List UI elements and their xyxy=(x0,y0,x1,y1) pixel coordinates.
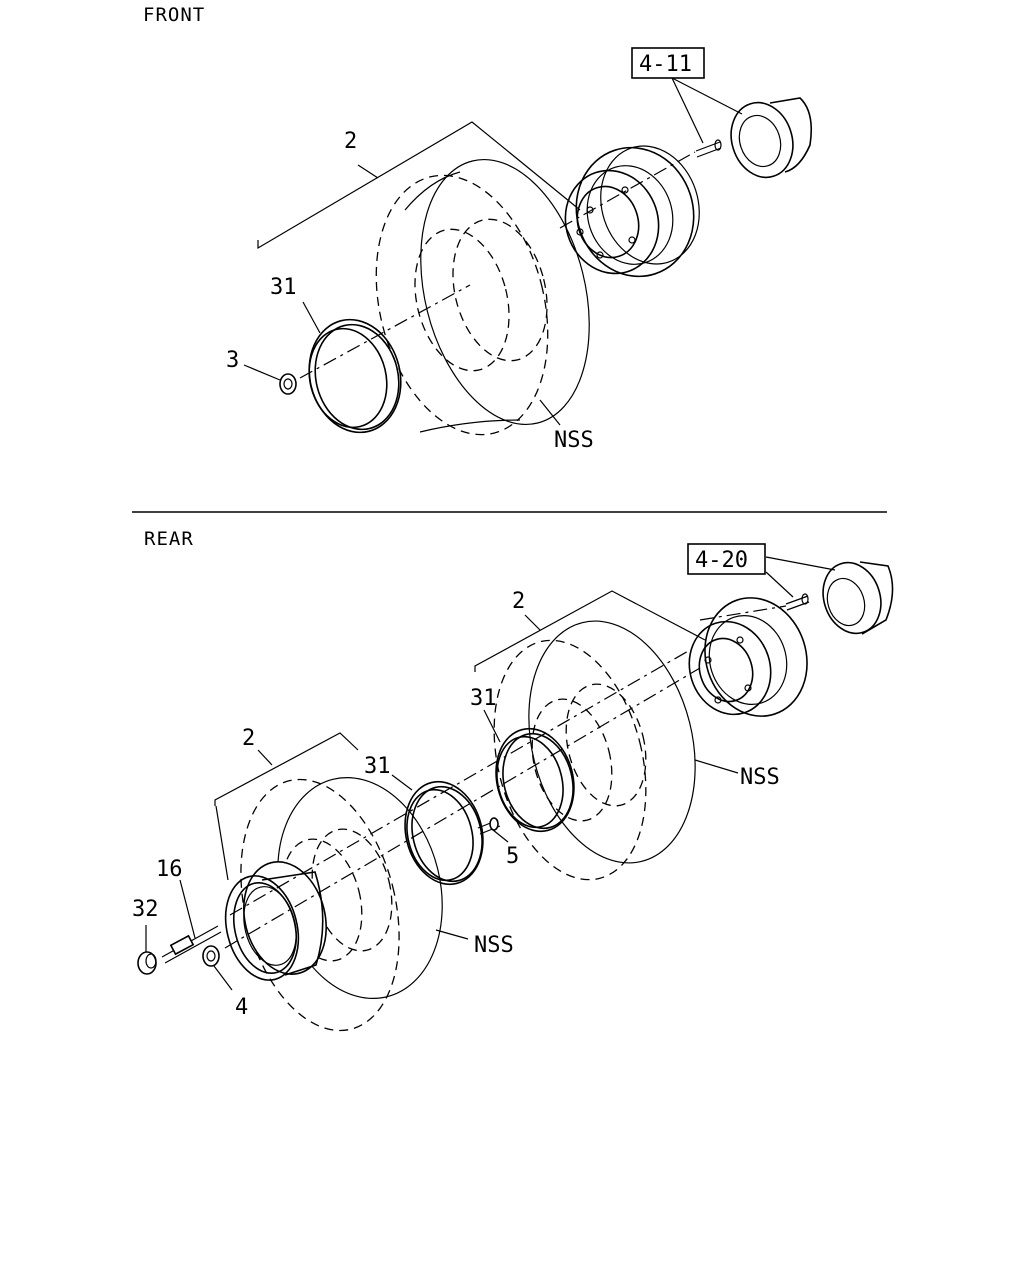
rear-hub-stud xyxy=(785,593,810,611)
rear-extension xyxy=(161,925,222,964)
rear-label-cap: 32 xyxy=(132,897,159,922)
rear-label-inner-tire: NSS xyxy=(740,765,780,790)
rear-outer-disc-wheel xyxy=(224,861,327,981)
rear-reference-box[interactable]: 4-20 xyxy=(687,543,766,575)
front-label-tire: NSS xyxy=(554,428,594,453)
front-center-axis xyxy=(299,284,471,379)
rear-center-axis xyxy=(224,667,701,949)
rear-label-nut: 4 xyxy=(235,995,248,1020)
rear-label-outer-tire: NSS xyxy=(474,933,514,958)
rear-reference-label: 4-20 xyxy=(695,548,748,573)
rear-section-title: REAR xyxy=(144,528,194,550)
front-ring xyxy=(308,318,402,434)
front-reference-box[interactable]: 4-11 xyxy=(631,47,705,79)
rear-cap xyxy=(137,951,157,975)
rear-outer-ring xyxy=(404,780,484,886)
rear-label-inner-ring: 31 xyxy=(470,686,497,711)
rear-inner-ring xyxy=(495,727,575,833)
rear-inner-tire xyxy=(493,620,696,881)
front-wheel-nut xyxy=(279,373,297,395)
rear-label-outer-ring: 31 xyxy=(364,754,391,779)
front-stud-axis xyxy=(559,151,696,229)
rear-label-valve: 5 xyxy=(506,844,519,869)
rear-label-extension: 16 xyxy=(156,857,183,882)
front-reference-label: 4-11 xyxy=(639,52,692,77)
rear-stud-axis xyxy=(229,649,691,916)
rear-hub xyxy=(822,561,894,635)
front-label-nut: 3 xyxy=(226,348,239,373)
front-disc-wheel xyxy=(564,145,700,278)
front-hub xyxy=(730,97,813,179)
rear-label-inner-wheel-assembly: 2 xyxy=(512,589,525,614)
rear-wheel-nut xyxy=(202,945,220,967)
front-label-wheel-assembly: 2 xyxy=(344,129,357,154)
front-section-title: FRONT xyxy=(143,4,205,26)
rear-valve xyxy=(477,817,501,835)
front-label-ring: 31 xyxy=(270,275,297,300)
rear-inner-disc-wheel xyxy=(688,597,808,717)
front-leaders xyxy=(243,77,743,426)
front-hub-stud xyxy=(695,139,722,158)
rear-leaders xyxy=(145,556,836,991)
rear-label-outer-wheel-assembly: 2 xyxy=(242,726,255,751)
front-tire xyxy=(375,158,590,436)
